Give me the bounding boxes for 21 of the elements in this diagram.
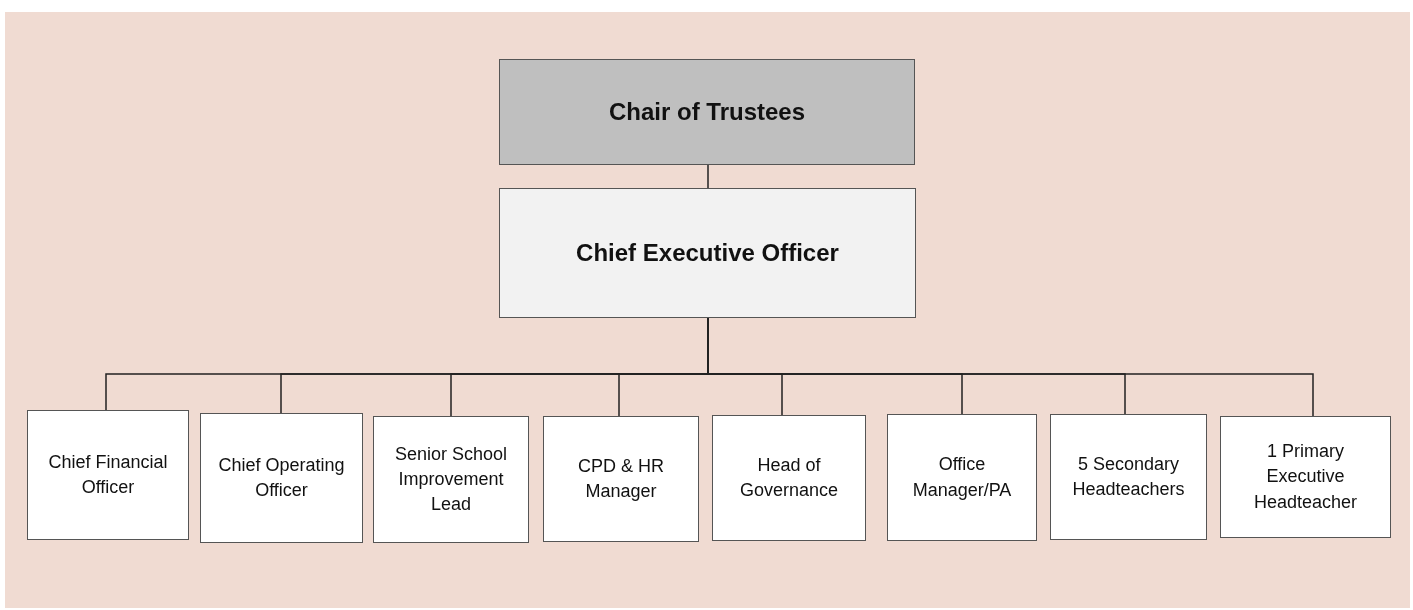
position-box	[1220, 416, 1391, 538]
role-title: Office Manager/PA	[911, 453, 1013, 502]
role-title: Senior School Improvement Lead	[393, 442, 509, 517]
role-title: Chief Financial Officer	[47, 450, 169, 499]
role-title: Chief Operating Officer	[217, 453, 346, 502]
position-box	[373, 416, 529, 543]
role-box	[499, 59, 915, 165]
position-box	[712, 415, 866, 541]
position-box	[887, 414, 1037, 541]
role-title: Head of Governance	[738, 453, 840, 502]
role-title: CPD & HR Manager	[577, 454, 665, 503]
role-title: 1 Primary Executive Headteacher	[1252, 440, 1359, 514]
connector-line	[707, 164, 709, 189]
position-box	[200, 413, 363, 543]
role-title: 5 Secondary Headteachers	[1071, 452, 1186, 501]
role-title: Chief Executive Officer	[575, 238, 840, 269]
role-box	[499, 188, 916, 318]
position-box	[543, 416, 699, 542]
position-box	[27, 410, 189, 540]
position-box	[1050, 414, 1207, 540]
role-title: Chair of Trustees	[607, 97, 807, 128]
